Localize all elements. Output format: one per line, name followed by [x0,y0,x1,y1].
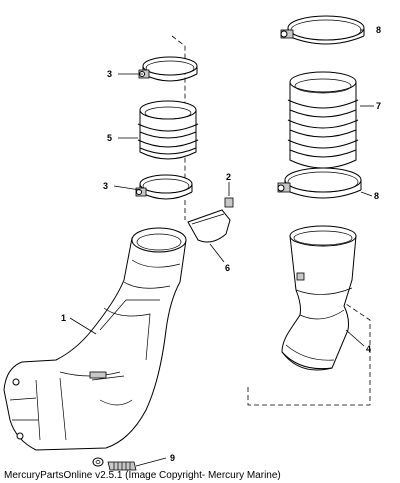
part-3-clamp-top [138,56,198,82]
part-2-plug [224,197,234,208]
leader-1 [69,317,97,335]
callout-2: 2 [226,172,231,182]
callout-6: 6 [225,263,230,273]
callout-8-top: 8 [376,25,381,35]
part-8-clamp-top [280,15,365,45]
part-1-exhaust-pipe [3,227,187,451]
part-7-bellows [287,71,359,169]
part-4-exhaust-elbow [281,225,357,371]
callout-3-lower: 3 [103,181,108,191]
part-9-bolt [92,457,137,471]
part-3-clamp-lower [135,174,193,200]
leader-3b [113,185,141,191]
part-8-clamp-lower [277,167,362,199]
leader-9 [135,457,167,467]
callout-7: 7 [376,101,381,111]
leader-6 [209,243,225,263]
callout-8-lower: 8 [374,191,379,201]
part-5-bellows [137,100,199,160]
callout-1: 1 [61,313,66,323]
part-6-flapper [187,209,231,243]
leader-4 [345,329,365,347]
callout-5: 5 [107,133,112,143]
callout-3-top: 3 [107,69,112,79]
leader-8b [360,191,373,197]
callout-9: 9 [170,453,175,463]
copyright-caption: MercuryPartsOnline v2.5.1 (Image Copyrig… [4,470,281,481]
callout-4: 4 [366,344,371,354]
